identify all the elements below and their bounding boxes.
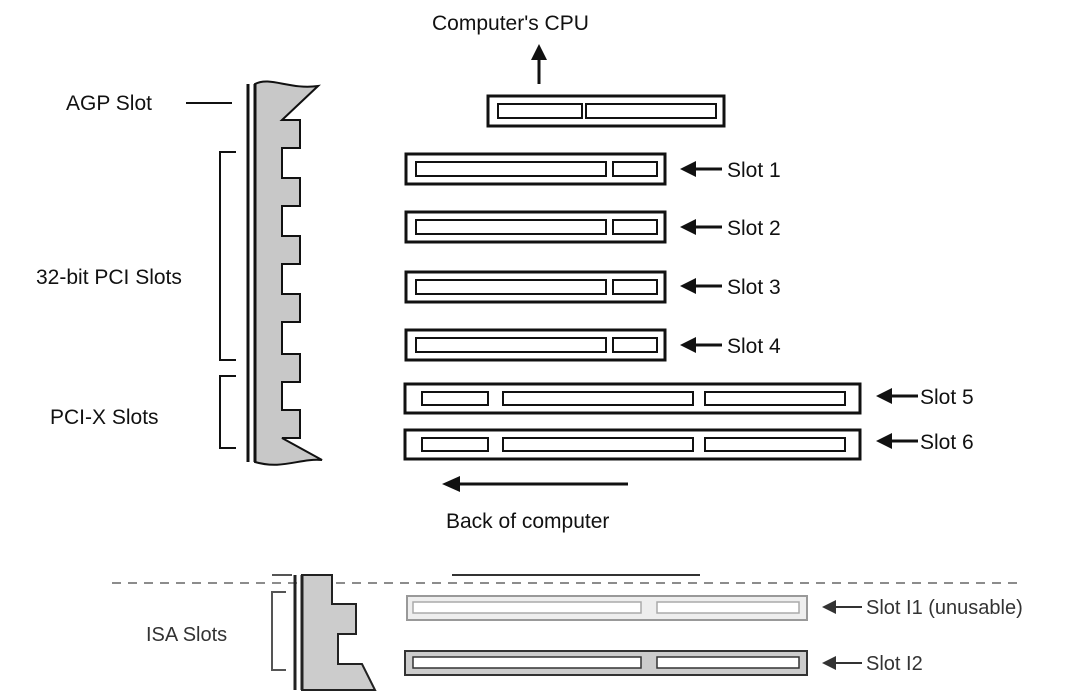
board-edge-lower xyxy=(293,574,377,691)
slot-2-arrow xyxy=(680,219,722,235)
cpu-up-arrow xyxy=(531,44,547,84)
isa-bracket xyxy=(271,591,286,671)
pci-slot-2 xyxy=(404,210,667,244)
agp-slot-label: AGP Slot xyxy=(66,92,152,115)
slot-1-arrow xyxy=(680,161,722,177)
isa-slot-1 xyxy=(406,595,808,621)
slot-5-arrow xyxy=(876,388,918,404)
slot-i1-label: Slot I1 (unusable) xyxy=(866,597,1023,619)
isa-slot-2 xyxy=(404,650,808,676)
pcix-slots-label: PCI-X Slots xyxy=(50,406,159,429)
back-of-computer-label: Back of computer xyxy=(446,510,609,533)
back-of-computer-arrow xyxy=(442,476,628,492)
pci-slot-4 xyxy=(404,328,667,362)
slot-5-label: Slot 5 xyxy=(920,386,974,409)
pcix-bracket xyxy=(219,375,236,449)
slot-i2-arrow xyxy=(822,656,862,670)
slot-4-label: Slot 4 xyxy=(727,335,781,358)
slot-i2-label: Slot I2 xyxy=(866,653,923,675)
pci-slot-1 xyxy=(404,152,667,186)
slot-4-arrow xyxy=(680,337,722,353)
pci-slot-3 xyxy=(404,270,667,304)
slot-6-arrow xyxy=(876,433,918,449)
pci32-slots-label: 32-bit PCI Slots xyxy=(36,266,182,289)
slot-i1-arrow xyxy=(822,600,862,614)
board-edge-upper xyxy=(246,80,323,466)
pci32-bracket xyxy=(219,151,236,361)
slot-3-arrow xyxy=(680,278,722,294)
slot-3-label: Slot 3 xyxy=(727,276,781,299)
pcix-slot-6 xyxy=(403,428,862,461)
isa-slots-label: ISA Slots xyxy=(146,624,227,646)
slot-6-label: Slot 6 xyxy=(920,431,974,454)
pcix-slot-5 xyxy=(403,382,862,415)
slot-2-label: Slot 2 xyxy=(727,217,781,240)
agp-slot xyxy=(486,94,726,128)
cpu-label: Computer's CPU xyxy=(432,12,589,35)
slot-1-label: Slot 1 xyxy=(727,159,781,182)
